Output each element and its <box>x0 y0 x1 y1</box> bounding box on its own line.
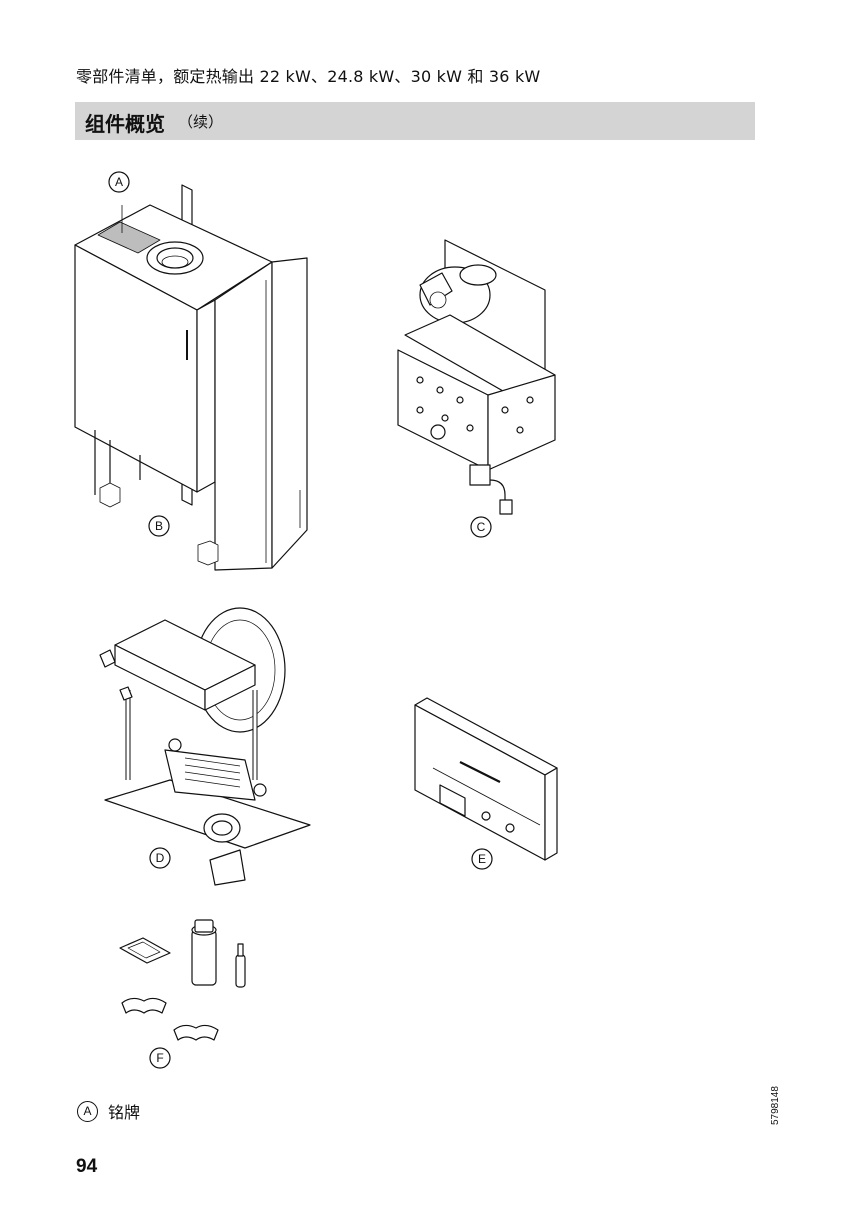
callout-d: D <box>156 851 165 865</box>
legend-row: A 铭牌 <box>77 1099 140 1123</box>
legend-text: 铭牌 <box>108 1103 141 1122</box>
legend-letter: A <box>77 1100 98 1122</box>
callout-markers <box>108 171 493 1069</box>
boiler-casing-drawing <box>74 184 308 571</box>
hydraulic-unit-drawing <box>99 607 311 886</box>
section-title: 组件概览 <box>85 112 165 136</box>
section-heading-bar: 组件概览 （续） <box>75 102 755 140</box>
burner-assembly-drawing <box>397 239 556 515</box>
callout-e: E <box>478 852 486 866</box>
section-subtitle: （续） <box>178 113 224 131</box>
callout-c: C <box>477 520 486 534</box>
callout-a: A <box>115 175 123 189</box>
accessories-drawing <box>119 919 246 1041</box>
callout-b: B <box>155 519 163 533</box>
page-number: 94 <box>76 1156 98 1177</box>
parts-list-header: 零部件清单，额定热输出 22 kW、24.8 kW、30 kW 和 36 kW <box>76 67 541 86</box>
callout-f: F <box>156 1051 163 1065</box>
document-id: 5798148 <box>770 1086 781 1125</box>
control-panel-drawing <box>414 697 558 861</box>
